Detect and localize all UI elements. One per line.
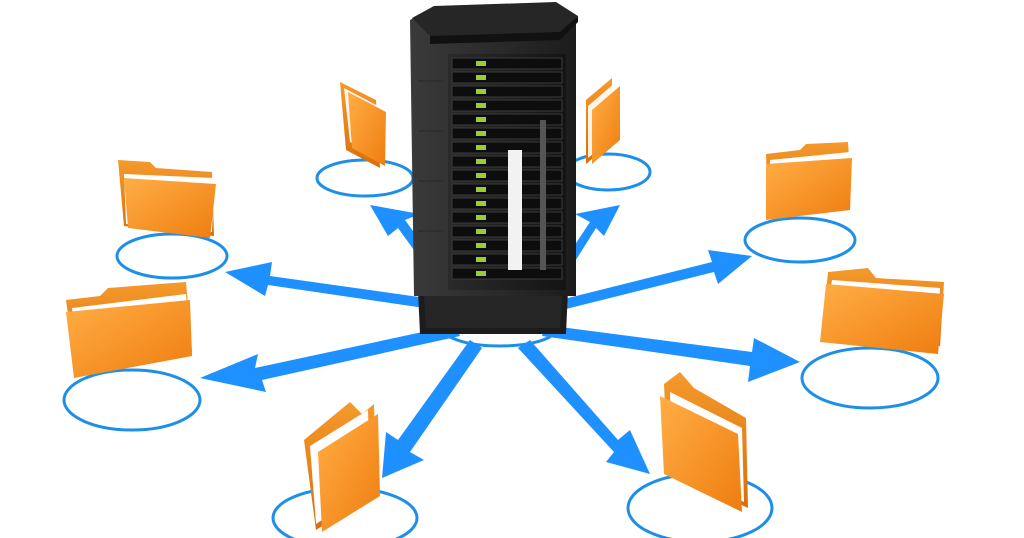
ring-icon <box>315 158 415 198</box>
arrow-icon <box>560 250 752 310</box>
ring-icon <box>800 346 940 410</box>
ring-icon <box>743 216 857 264</box>
folder-icon <box>660 372 748 512</box>
folder-icon <box>586 78 620 164</box>
arrow-icon <box>542 325 800 382</box>
server-slots <box>451 57 563 280</box>
ring-icon <box>115 232 229 280</box>
folder-icon <box>304 402 380 532</box>
ring-icon <box>62 368 202 432</box>
server-rack-icon <box>410 2 578 334</box>
folder-icon <box>66 282 192 378</box>
folder-icon <box>820 268 944 354</box>
arrow-icon <box>200 325 460 392</box>
arrow-icon <box>382 340 482 478</box>
folder-icon <box>118 160 216 238</box>
folder-icon <box>766 142 852 220</box>
arrow-icon <box>225 262 440 310</box>
ring-icon <box>564 152 652 192</box>
folder-icon <box>340 82 386 168</box>
arrow-icon <box>518 340 650 474</box>
